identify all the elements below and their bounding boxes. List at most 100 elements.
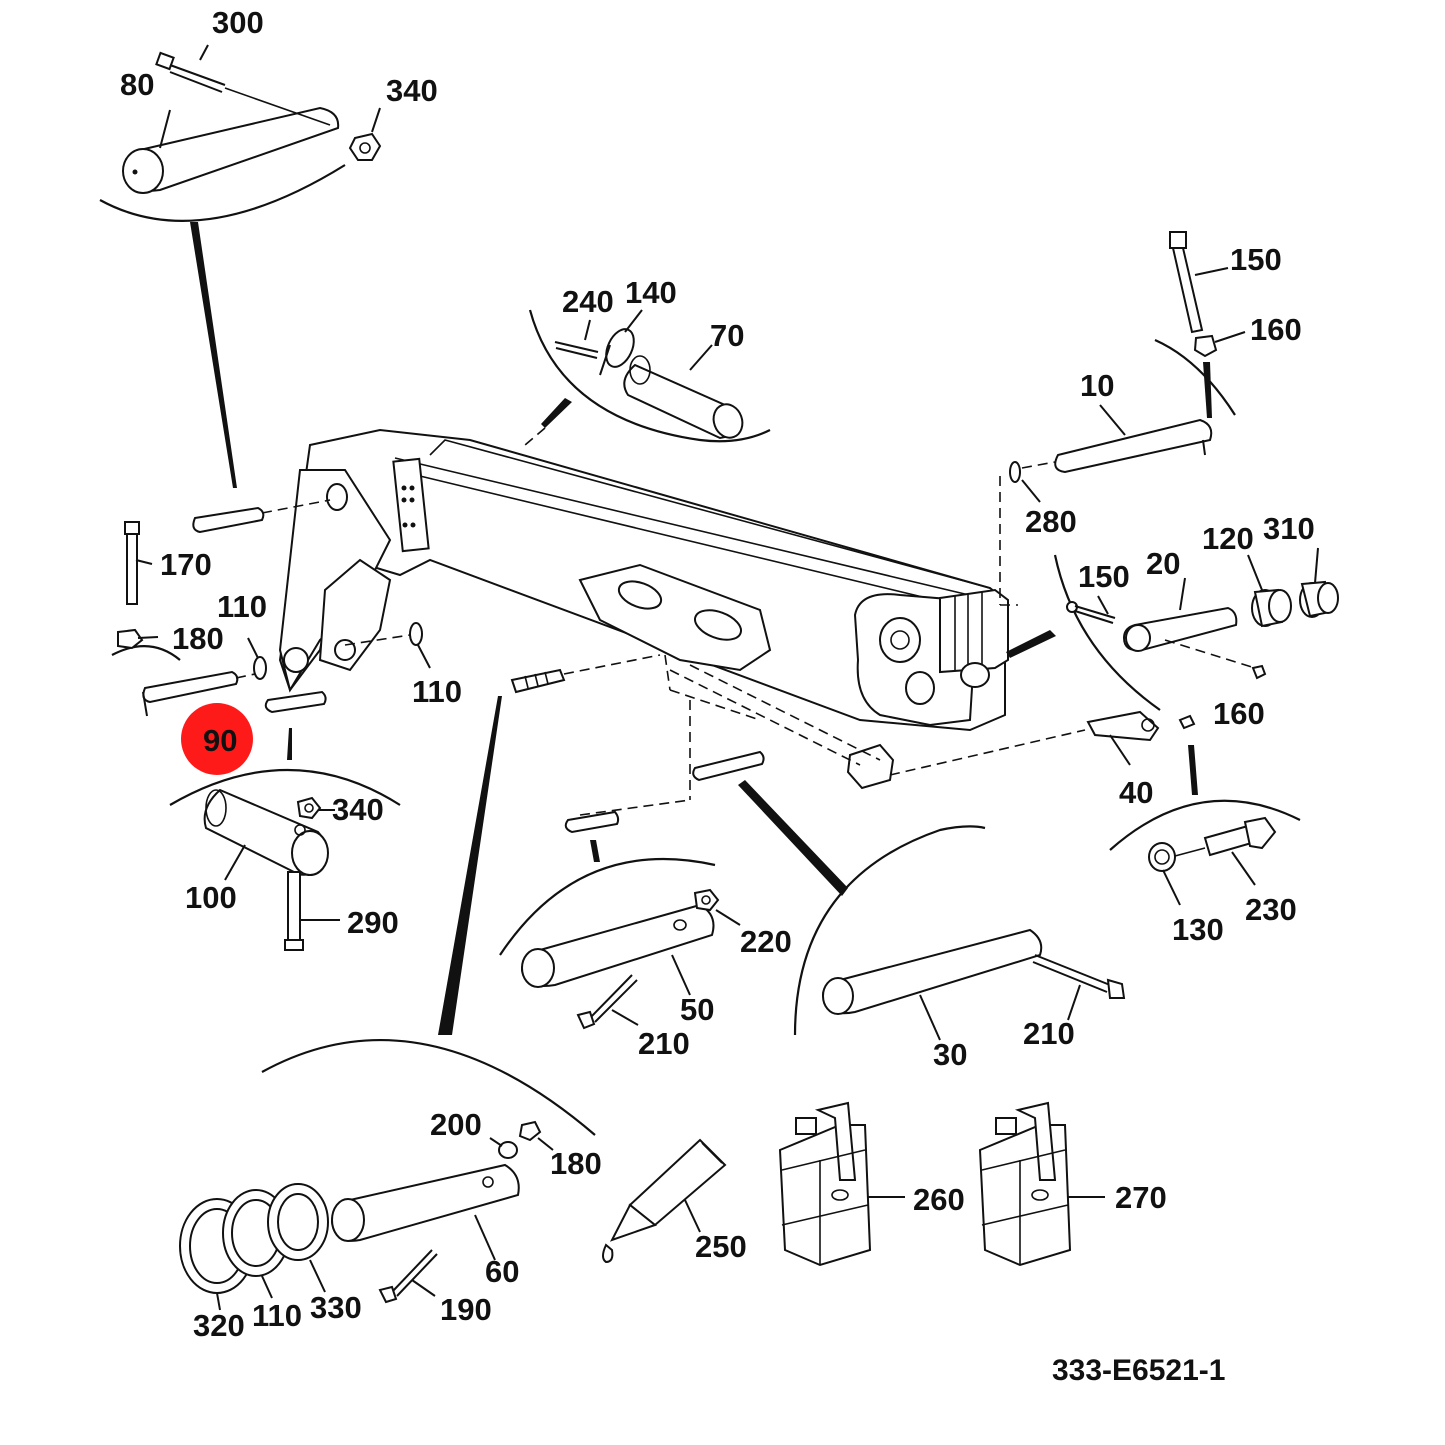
- callout-270[interactable]: 270: [1115, 1180, 1167, 1215]
- bolt-170[interactable]: [124, 521, 153, 605]
- callout-40[interactable]: 40: [1119, 775, 1153, 810]
- callout-250[interactable]: 250: [695, 1229, 747, 1264]
- callout-210-right[interactable]: 210: [1023, 1016, 1075, 1051]
- callout-60[interactable]: 60: [485, 1254, 519, 1289]
- callout-280[interactable]: 280: [1025, 504, 1077, 539]
- bolt-210-right[interactable]: [1032, 954, 1126, 1021]
- nut-130[interactable]: [1148, 842, 1181, 906]
- callout-50[interactable]: 50: [680, 992, 714, 1027]
- callout-100[interactable]: 100: [185, 880, 237, 915]
- pin-40[interactable]: [889, 710, 1160, 776]
- callout-90[interactable]: 90: [203, 723, 237, 758]
- callout-labels: 300 80 340 240 140 70 150 160 10 280 170…: [120, 5, 1315, 1387]
- pin-60[interactable]: [330, 1163, 520, 1261]
- callout-240[interactable]: 240: [562, 284, 614, 319]
- detail-pin-20: [1066, 547, 1339, 680]
- highlight-marker: [181, 703, 253, 775]
- bolt-150-right[interactable]: [1066, 595, 1116, 624]
- callout-160-top[interactable]: 160: [1250, 312, 1302, 347]
- pin-30[interactable]: [821, 928, 1043, 1041]
- pin-10[interactable]: [1021, 404, 1213, 474]
- bushing-120[interactable]: [1247, 554, 1292, 628]
- pin-70[interactable]: [623, 355, 747, 442]
- detail-bolt-230: [1109, 745, 1301, 906]
- detail-pin-60: [179, 696, 596, 1311]
- nut-160-right[interactable]: [1251, 664, 1267, 680]
- callout-110-right[interactable]: 110: [412, 674, 462, 709]
- callout-110-bottom[interactable]: 110: [252, 1298, 302, 1333]
- nut-180-bottom[interactable]: [518, 1120, 554, 1151]
- callout-320[interactable]: 320: [193, 1308, 245, 1343]
- callout-230[interactable]: 230: [1245, 892, 1297, 927]
- pin-80[interactable]: [122, 106, 340, 194]
- callout-290[interactable]: 290: [347, 905, 399, 940]
- callout-340-left[interactable]: 340: [332, 792, 384, 827]
- detail-pin-50: [499, 810, 741, 1030]
- callout-110-left[interactable]: 110: [217, 589, 267, 624]
- callout-30[interactable]: 30: [933, 1037, 967, 1072]
- callout-70[interactable]: 70: [710, 318, 744, 353]
- washer-110-left[interactable]: [247, 637, 267, 680]
- callout-150-right[interactable]: 150: [1078, 559, 1130, 594]
- callout-160-right[interactable]: 160: [1213, 696, 1265, 731]
- bolt-300[interactable]: [155, 51, 331, 126]
- detail-pin-100: [169, 728, 401, 951]
- oil-container-270[interactable]: [978, 1101, 1105, 1267]
- bolt-150-top[interactable]: [1169, 231, 1204, 334]
- callout-340-top[interactable]: 340: [386, 73, 438, 108]
- callout-330[interactable]: 330: [310, 1290, 362, 1325]
- callout-260[interactable]: 260: [913, 1182, 965, 1217]
- bolt-210-left[interactable]: [576, 974, 639, 1030]
- clip-140[interactable]: [599, 325, 639, 376]
- pin-50[interactable]: [520, 903, 715, 996]
- bolt-190[interactable]: [378, 1249, 438, 1304]
- callout-130[interactable]: 130: [1172, 912, 1224, 947]
- bushing-left[interactable]: [264, 690, 327, 714]
- pin-100[interactable]: [203, 788, 329, 876]
- callout-20[interactable]: 20: [1146, 546, 1180, 581]
- callout-170[interactable]: 170: [160, 547, 212, 582]
- drawing-code: 333-E6521-1: [1052, 1354, 1225, 1387]
- pin-90[interactable]: [142, 670, 256, 717]
- washer-200[interactable]: [489, 1137, 518, 1159]
- nut-340-left[interactable]: [296, 796, 335, 820]
- shim-330[interactable]: [267, 1183, 329, 1293]
- nut-180-left[interactable]: [111, 628, 181, 661]
- grease-nipple-right[interactable]: [1178, 714, 1196, 730]
- pin-left-upper[interactable]: [192, 499, 331, 534]
- bolt-240[interactable]: [554, 341, 599, 359]
- callout-190[interactable]: 190: [440, 1292, 492, 1327]
- grease-nipple[interactable]: [510, 654, 661, 694]
- detail-bolt-150: [1154, 231, 1246, 418]
- callout-80[interactable]: 80: [120, 67, 154, 102]
- callout-180-left[interactable]: 180: [172, 621, 224, 656]
- nut-340-top[interactable]: [348, 132, 382, 161]
- washer-280[interactable]: [999, 461, 1041, 606]
- grease-tube-250[interactable]: [602, 1138, 727, 1264]
- nut-220[interactable]: [693, 888, 741, 926]
- callout-140[interactable]: 140: [625, 275, 677, 310]
- callout-150-top[interactable]: 150: [1230, 242, 1282, 277]
- oil-container-260[interactable]: [778, 1101, 905, 1267]
- pin-20[interactable]: [1122, 577, 1256, 669]
- detail-pin-30: [692, 750, 1126, 1041]
- callout-210-left[interactable]: 210: [638, 1026, 690, 1061]
- nut-160-top[interactable]: [1193, 334, 1218, 358]
- pin-small-50[interactable]: [564, 810, 620, 834]
- callout-310[interactable]: 310: [1263, 511, 1315, 546]
- bolt-290[interactable]: [284, 871, 340, 951]
- boom-assembly[interactable]: [278, 428, 1009, 790]
- callout-200[interactable]: 200: [430, 1107, 482, 1142]
- callout-220[interactable]: 220: [740, 924, 792, 959]
- pin-small-30[interactable]: [692, 750, 765, 782]
- bushing-310[interactable]: [1299, 547, 1339, 618]
- detail-pin-80: [99, 44, 382, 488]
- callout-300[interactable]: 300: [212, 5, 264, 40]
- bolt-230[interactable]: [1174, 816, 1277, 886]
- callout-120[interactable]: 120: [1202, 521, 1254, 556]
- callout-10[interactable]: 10: [1080, 368, 1114, 403]
- callout-180-bottom[interactable]: 180: [550, 1146, 602, 1181]
- detail-pin-70: [524, 309, 771, 446]
- washer-110-right[interactable]: [344, 622, 431, 669]
